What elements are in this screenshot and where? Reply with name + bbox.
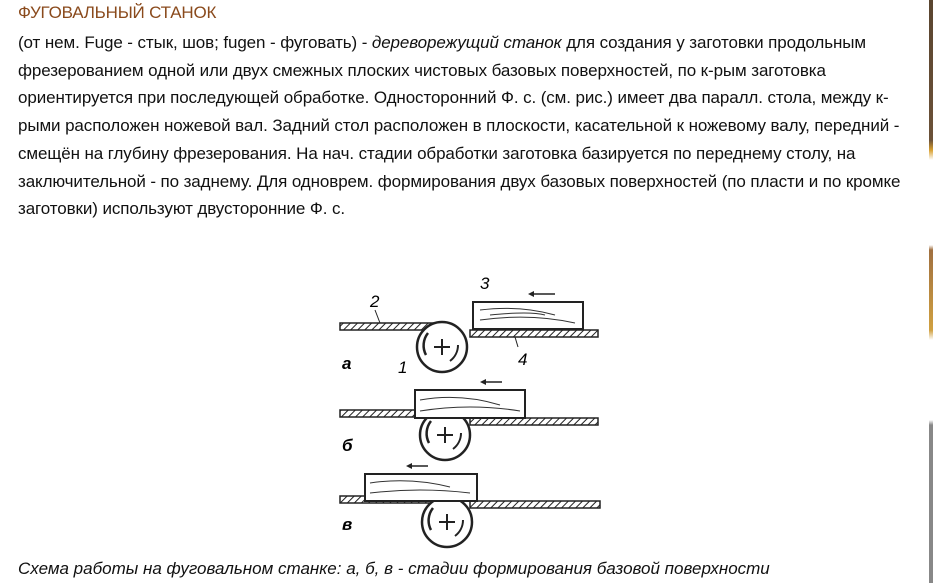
label-v: в [342,515,352,534]
workpiece [364,473,478,502]
body-text: для создания у заготовки продольным фрез… [18,33,901,219]
rear-table [469,329,599,338]
feed-arrow [528,291,555,297]
label-a: а [342,354,351,373]
cutter-roller [415,320,469,374]
side-image-strip [929,0,933,583]
label-3: 3 [480,274,490,293]
stage-b: б [339,379,599,462]
article-title: ФУГОВАЛЬНЫЙ СТАНОК [18,3,217,22]
label-b: б [342,436,353,455]
rear-table [469,417,599,426]
stage-v: в [339,463,601,549]
stage-a: 2 3 1 4 а [339,274,599,377]
workpiece [472,301,584,330]
jointer-diagram: 2 3 1 4 а б в [339,274,601,549]
figure-caption: Схема работы на фуговальном станке: а, б… [18,559,770,578]
label-4: 4 [518,350,527,369]
workpiece [414,389,526,419]
rear-table [469,500,601,509]
intro-italic-link[interactable]: дереворежущий станок [371,33,562,52]
feed-arrow [480,379,502,385]
intro-text: (от нем. Fuge - стык, шов; fugen - фугов… [18,33,372,52]
feed-arrow [406,463,428,469]
label-2: 2 [369,292,380,311]
cutter-roller [420,495,474,549]
article-text: (от нем. Fuge - стык, шов; fugen - фугов… [18,29,930,223]
label-1: 1 [398,358,407,377]
